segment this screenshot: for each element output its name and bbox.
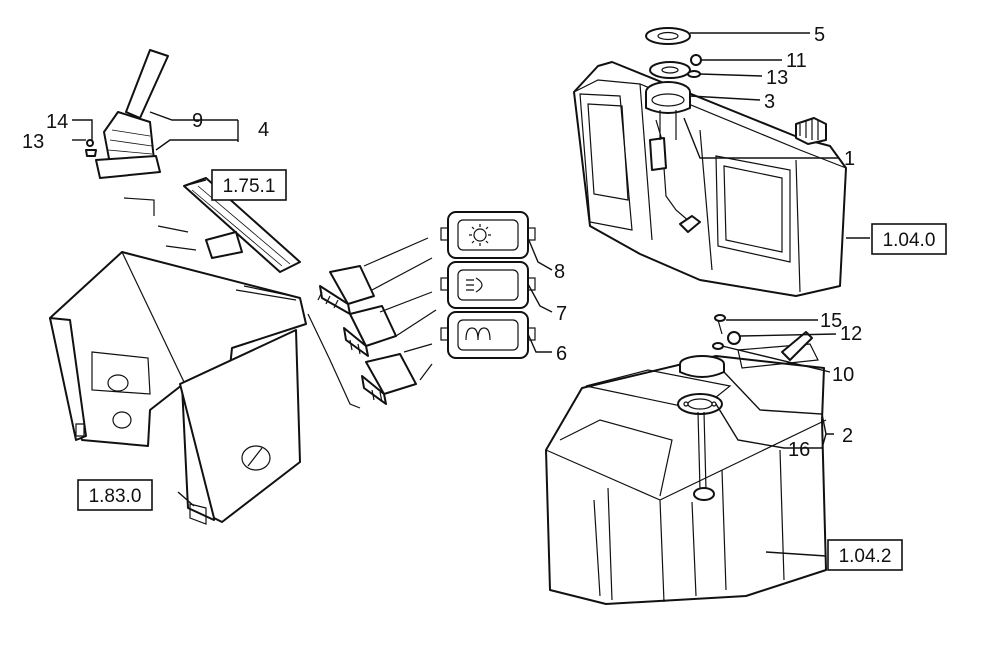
lower-fuel-tank	[545, 343, 827, 605]
washer-13	[687, 70, 701, 78]
callout-5: 5	[814, 24, 825, 46]
rocker-switch-lower	[361, 353, 417, 405]
rocker-switch-middle	[343, 305, 397, 357]
cap-12	[727, 331, 813, 361]
glow-plug-icon	[465, 327, 491, 341]
indicator-lamp-8	[440, 211, 536, 259]
callout-13-tank: 13	[766, 67, 788, 89]
sender-unit-3	[645, 81, 691, 140]
reference-1-83-0-label: 1.83.0	[89, 486, 142, 507]
sender-unit-16	[677, 393, 723, 501]
joystick-lever	[85, 49, 169, 179]
reference-1-04-2[interactable]: 1.04.2	[827, 539, 903, 571]
plate-12-ring	[649, 61, 691, 79]
rocker-switch-upper	[317, 265, 375, 315]
callout-15: 15	[820, 310, 842, 332]
reference-1-04-2-label: 1.04.2	[839, 546, 892, 567]
bolt-15-head	[714, 314, 726, 322]
dashboard-console	[49, 197, 307, 525]
reference-1-75-1[interactable]: 1.75.1	[211, 169, 287, 201]
callout-4: 4	[258, 119, 269, 141]
callout-11: 11	[786, 50, 807, 72]
leader-lines	[72, 32, 870, 557]
reference-1-04-0[interactable]: 1.04.0	[871, 223, 947, 255]
reference-1-83-0[interactable]: 1.83.0	[77, 479, 153, 511]
callout-13-lever: 13	[22, 131, 44, 153]
callout-14: 14	[46, 111, 68, 133]
washer-10	[712, 342, 724, 350]
plate-2	[679, 355, 725, 378]
callout-12: 12	[840, 323, 862, 345]
callout-6: 6	[556, 343, 567, 365]
indicator-lamp-7	[440, 261, 536, 309]
nut-11	[690, 54, 702, 66]
lamp-beam-icon	[466, 277, 483, 293]
callout-9: 9	[192, 110, 203, 132]
callout-7: 7	[556, 303, 567, 325]
callout-1: 1	[844, 148, 855, 170]
callout-2: 2	[842, 425, 853, 447]
ring-5	[645, 27, 691, 45]
reference-1-04-0-label: 1.04.0	[883, 230, 936, 251]
callout-3: 3	[764, 91, 775, 113]
bolt-15	[717, 319, 723, 335]
callout-8: 8	[554, 261, 565, 283]
callout-10: 10	[832, 364, 854, 386]
reference-1-75-1-label: 1.75.1	[223, 176, 276, 197]
upper-fuel-tank	[573, 61, 847, 297]
lamp-sun-icon	[469, 224, 491, 246]
callout-16: 16	[788, 439, 810, 461]
indicator-lamp-6	[440, 311, 536, 359]
